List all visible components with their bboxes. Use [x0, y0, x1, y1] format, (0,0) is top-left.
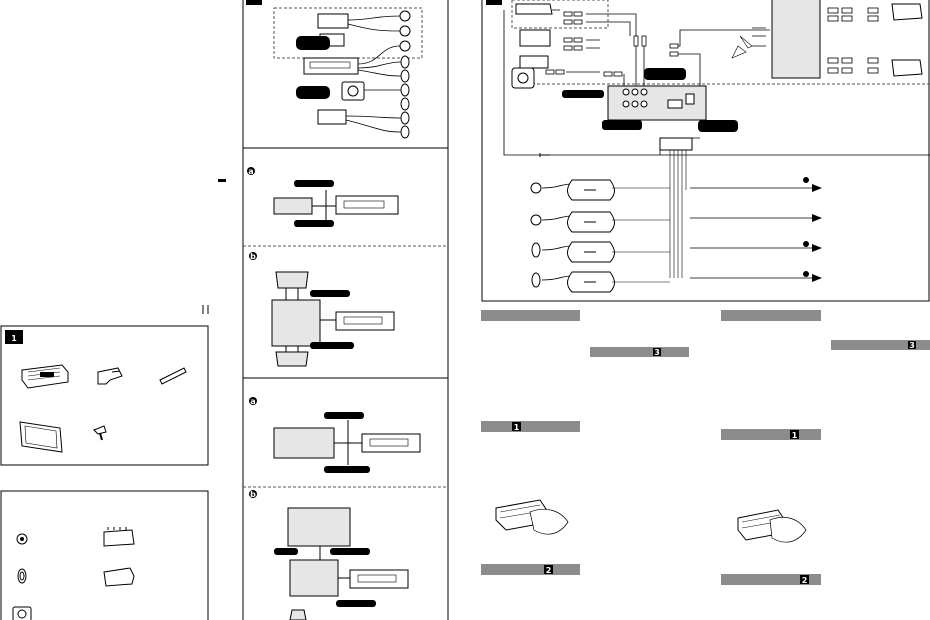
- hand-removal-illustration-2: [737, 509, 807, 543]
- bar-4-number: 2: [546, 566, 552, 575]
- optional-unit-box: [771, 0, 821, 79]
- woofer-icon: [12, 606, 32, 620]
- bar-6-number: 3: [909, 341, 915, 350]
- speaker-column: [399, 10, 411, 139]
- parts-list-box: 1: [0, 325, 209, 466]
- trim-frame-icon: [19, 421, 63, 453]
- callout-pill-1: [644, 68, 686, 80]
- panel-a-1: a: [247, 167, 399, 227]
- panel-a-2-marker: a: [250, 397, 255, 406]
- hand-removal-illustration-1: [495, 499, 569, 535]
- heading-bar-4: [481, 564, 580, 575]
- panel-a-1-pill-top: [294, 180, 334, 187]
- amp-top-icon: [317, 13, 349, 29]
- middle-column: a b a: [242, 0, 449, 620]
- speaker-oval-icon: [17, 568, 27, 584]
- panel-b-1-head-unit: [335, 311, 395, 331]
- panel-a-1-marker: a: [248, 167, 253, 176]
- panel-a-2-amp: [273, 427, 335, 459]
- panel-b-1-top-amp: [275, 271, 309, 289]
- panel-b-2-head-unit: [349, 569, 409, 589]
- wiring-diagram: [481, 0, 930, 302]
- arrow-icon: [812, 184, 822, 282]
- amplifier-icon: [103, 527, 135, 547]
- parts-list-number-badge: [5, 330, 23, 344]
- release-key-icon: [159, 367, 187, 385]
- wiring-section-badge: [486, 0, 502, 5]
- panel-a-2-head-unit: [361, 433, 421, 453]
- panel-b-1-marker: b: [250, 252, 256, 261]
- heading-bar-2: [590, 347, 689, 357]
- screw-icon: [93, 425, 107, 441]
- bar-3-number: 1: [514, 423, 520, 432]
- panel-a-1-amp: [273, 197, 313, 215]
- heading-bar-1: [481, 310, 580, 321]
- panel-a-2: a: [249, 397, 421, 473]
- panel-a-1-head-unit: [335, 195, 399, 215]
- panel-b-2-amp-bottom: [289, 559, 339, 597]
- callout-pill-2: [562, 90, 604, 98]
- heading-bar-3: [481, 421, 580, 432]
- callout-pill-4: [698, 120, 738, 132]
- wiring-frame: [481, 0, 930, 302]
- page-dash-mark: [218, 179, 226, 182]
- connection-legend-box: [0, 490, 209, 620]
- parts-list-number: 1: [11, 334, 17, 343]
- label-pill-2: [296, 86, 330, 99]
- heading-bar-8: [721, 574, 821, 585]
- left-column: 1: [0, 179, 226, 620]
- middle-section-badge: [246, 0, 262, 5]
- panel-b-1-bottom-amp: [275, 351, 309, 367]
- panel-a-1-pill-bottom: [294, 220, 334, 227]
- panel-b-2: b: [249, 490, 409, 620]
- callout-pill-3: [602, 120, 642, 130]
- amp-1-icon: [515, 3, 553, 15]
- legend-frame: [0, 490, 209, 620]
- parts-list-frame: [0, 325, 209, 466]
- label-pill-1: [296, 36, 330, 50]
- amp-bottom-icon: [317, 109, 347, 125]
- text-section-left: 3 1 2: [481, 310, 689, 575]
- amp-2-icon: [519, 29, 551, 47]
- bar-7-number: 1: [792, 431, 798, 440]
- woofer-diagram: [341, 81, 365, 101]
- heading-bar-6: [831, 340, 930, 350]
- head-unit-icon: [21, 364, 69, 389]
- speaker-output-rows: [530, 177, 822, 293]
- middle-frame: [242, 0, 449, 620]
- speaker-icon: [16, 533, 28, 545]
- bracket-icon: [97, 367, 123, 385]
- bar-8-number: 2: [802, 576, 808, 585]
- woofer-box-icon: [511, 67, 535, 89]
- text-section-right: 3 1 2: [721, 310, 930, 585]
- harness-connector: [659, 137, 693, 151]
- panel-b-1: b: [249, 252, 395, 367]
- panel-b-2-marker: b: [250, 490, 256, 499]
- heading-bar-7: [721, 429, 821, 440]
- panel-b-2-amp-top: [287, 507, 351, 547]
- amplifier-box-icon: [103, 567, 135, 587]
- amp-right-1-icon: [891, 3, 923, 21]
- system-connection-diagram: [273, 7, 423, 139]
- panel-b-1-amp: [271, 299, 321, 347]
- amp-3-icon: [519, 55, 549, 69]
- rca-plugs: [545, 7, 879, 77]
- heading-bar-5: [721, 310, 821, 321]
- bar-2-number: 3: [654, 348, 660, 357]
- amp-right-2-icon: [891, 59, 923, 77]
